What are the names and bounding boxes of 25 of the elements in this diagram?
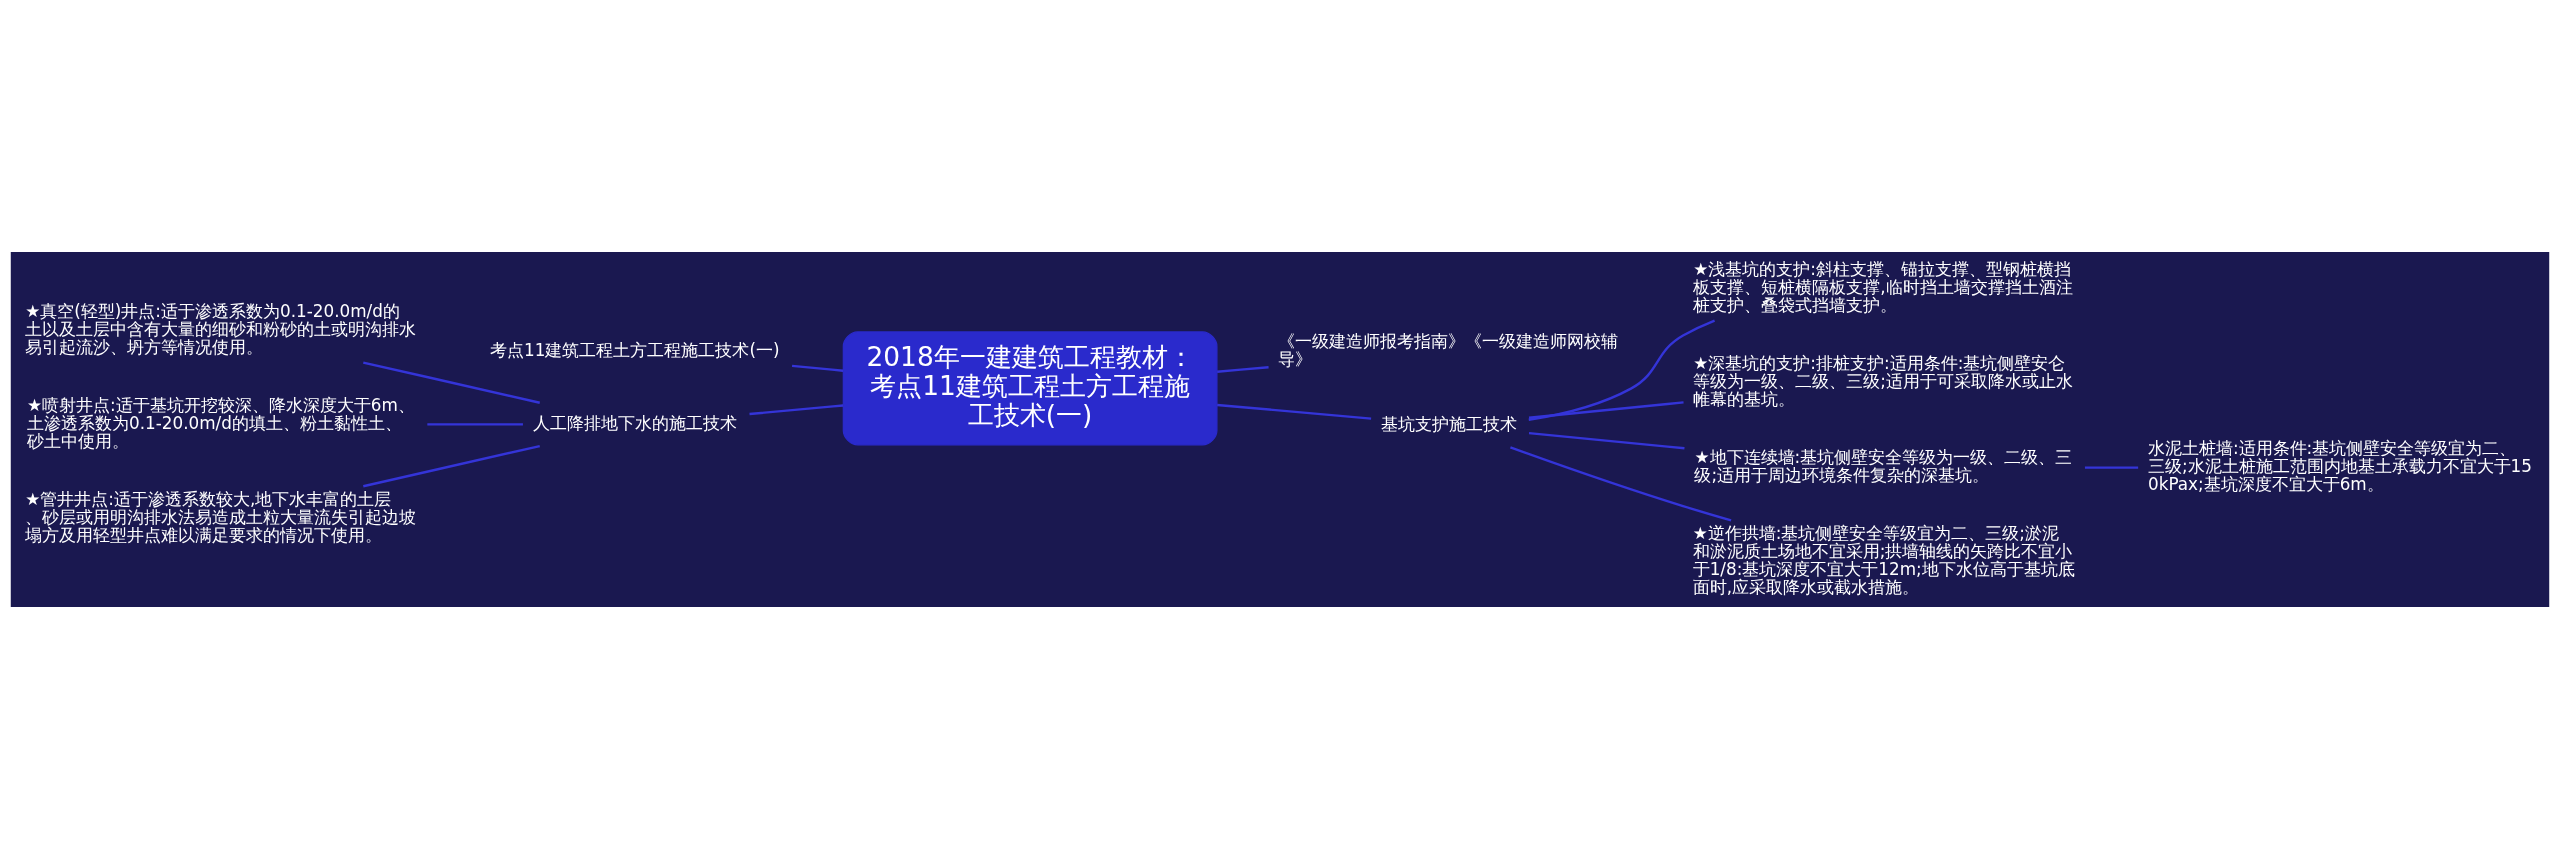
node-text: 基坑支护施工技术 — [1380, 413, 1517, 434]
connector — [1528, 431, 1685, 449]
node-box: 2018年一建建筑工程教材：考点11建筑工程土方工程施工技术(一) — [842, 330, 1218, 445]
node-text: ★管井井点:适于渗透系数较大,地下水丰富的土层、砂层或用明沟排水法易造成土粒大量流失引起边坡塌方及用轻型井点难以满足要求的情况下使用。 — [25, 488, 417, 545]
connector — [363, 444, 540, 487]
connector — [749, 403, 844, 415]
node-text: 考点11建筑工程土方工程施工技术(一) — [490, 339, 780, 360]
connector — [363, 360, 540, 404]
node-text: ★浅基坑的支护:斜柱支撑、锚拉支撑、型钢桩横挡板支撑、短桩横隔板支撑,临时挡土墙交撑挡土酒注桩支护、叠袋式挡墙支护。 — [1693, 258, 2073, 315]
node-text: ★逆作拱墙:基坑侧壁安全等级宜为二、三级;淤泥和淤泥质土场地不宜采用;拱墙轴线的矢跨比不宜小于1/8:基坑深度不宜大于12m;地下水位高于基坑底面时,应采取降水或截水措施。 — [1692, 522, 2075, 597]
connector — [1528, 400, 1684, 419]
node-text: ★喷射井点:适于基坑开挖较深、降水深度大于6m、土渗透系数为0.1-20.0m/d的填土、粉土黏性土、砂土中使用。 — [26, 394, 415, 451]
node-text: ★地下连续墙:基坑侧壁安全等级为一级、二级、三级;适用于周边环境条件复杂的深基坑。 — [1694, 446, 2073, 485]
connector — [1217, 403, 1372, 420]
connector — [1217, 365, 1269, 373]
connector — [427, 422, 523, 426]
node-text: ★深基坑的支护:排桩支护:适用条件:基坑侧壁安仑等级为一级、二级、三级;适用于可采取降水或止水帷幕的基坑。 — [1693, 352, 2073, 409]
connector — [2084, 465, 2139, 469]
node-text: 《一级建造师报考指南》《一级建造师网校辅导》 — [1278, 330, 1619, 369]
node-text: 水泥土桩墙:适用条件:基坑侧壁安全等级宜为二、三级;水泥土桩施工范围内地基土承载力不宜大于150kPax;基坑深度不宜大于6m。 — [2147, 437, 2533, 494]
connector — [791, 364, 844, 372]
node-text: ★真空(轻型)井点:适于渗透系数为0.1-20.0m/d的土以及土层中含有大量的细砂和粉砂的土或明沟排水易引起流沙、坍方等情况使用。 — [25, 300, 417, 357]
connector — [1528, 318, 1716, 421]
node-text: 人工降排地下水的施工技术 — [532, 412, 737, 433]
connector — [1510, 445, 1732, 522]
